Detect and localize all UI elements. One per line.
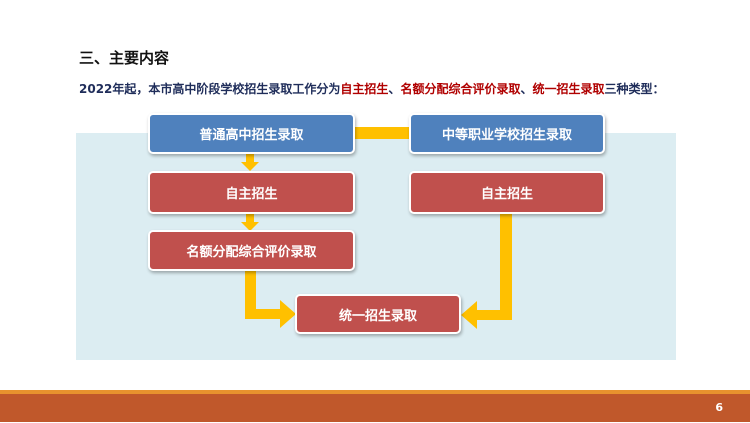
- connector-bar: [354, 127, 410, 139]
- general-self-enrollment-box: 自主招生: [148, 171, 355, 214]
- arrow-right-icon: [245, 271, 296, 328]
- footer-bar: [0, 394, 750, 422]
- arrow-down-icon: [241, 154, 259, 171]
- general-high-school-box: 普通高中招生录取: [148, 113, 355, 154]
- intro-prefix: 2022年起，本市高中阶段学校招生录取工作分为: [79, 82, 341, 96]
- arrow-left-icon: [461, 213, 512, 329]
- arrow-down-icon: [241, 213, 259, 231]
- intro-text: 2022年起，本市高中阶段学校招生录取工作分为自主招生、名额分配综合评价录取、统…: [79, 80, 665, 97]
- type-unified: 统一招生录取: [532, 82, 605, 96]
- unified-enrollment-box: 统一招生录取: [295, 294, 461, 334]
- sep: 、: [388, 82, 401, 96]
- type-quota: 名额分配综合评价录取: [400, 82, 521, 96]
- type-self: 自主招生: [340, 82, 389, 96]
- intro-suffix: 三种类型：: [604, 82, 665, 96]
- sep: 、: [520, 82, 533, 96]
- vocational-self-enrollment-box: 自主招生: [409, 171, 605, 214]
- vocational-school-box: 中等职业学校招生录取: [409, 113, 605, 154]
- quota-allocation-box: 名额分配综合评价录取: [148, 230, 355, 271]
- page-number: 6: [715, 401, 723, 414]
- footer-line: [0, 390, 750, 394]
- section-heading: 三、主要内容: [79, 49, 170, 67]
